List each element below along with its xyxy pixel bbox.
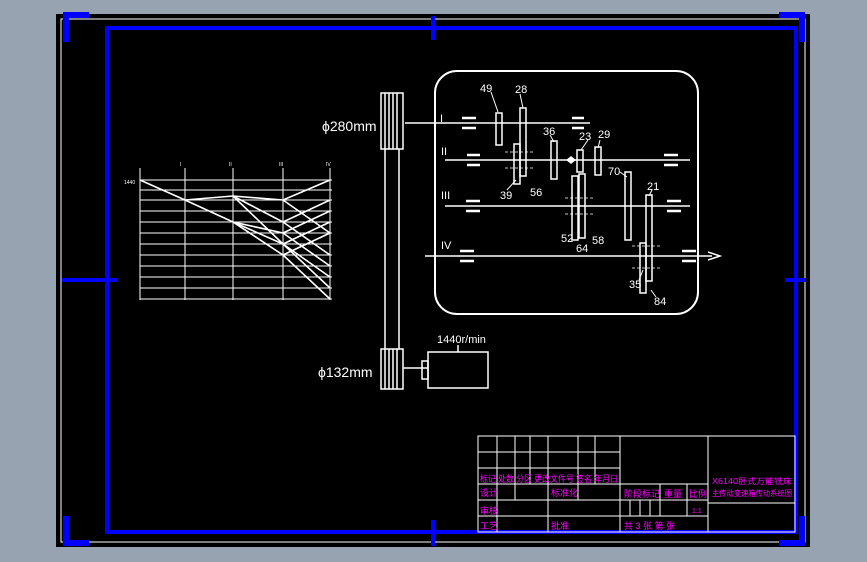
review-label: 审核 xyxy=(480,505,498,516)
stage-mark-label: 阶段标记 xyxy=(624,488,660,499)
speed-chart-labels: 1440 I II III IV xyxy=(124,162,331,186)
standardize-label: 标准化 xyxy=(551,487,578,498)
gear-number-35: 35 xyxy=(629,279,641,291)
gear-number-labels: 49 28 36 23 29 39 56 70 21 52 58 64 35 8… xyxy=(480,83,666,308)
speed-chart-label-4: IV xyxy=(326,162,331,168)
gear-number-23: 23 xyxy=(579,131,591,143)
gear-number-49: 49 xyxy=(480,83,492,95)
gear-number-36: 36 xyxy=(543,126,555,138)
belt-drive xyxy=(380,92,489,390)
speed-chart-label-1: I xyxy=(180,162,181,168)
gear-number-52: 52 xyxy=(561,233,573,245)
shaft-label-2: II xyxy=(441,146,447,158)
shaft-label-4: IV xyxy=(441,240,452,252)
frame-center-marks xyxy=(62,16,806,546)
sheet-count: 共 3 张 第 张 xyxy=(624,520,675,531)
gear-number-29: 29 xyxy=(598,129,610,141)
approve-label: 批准 xyxy=(551,520,569,531)
outer-border xyxy=(60,18,806,543)
scale-label: 比例 xyxy=(689,488,707,499)
weight-label: 重量 xyxy=(664,488,682,499)
gear-number-56: 56 xyxy=(530,187,542,199)
title-block xyxy=(477,435,796,533)
designer-label: 设计 xyxy=(480,487,498,498)
gear-number-21: 21 xyxy=(647,181,659,193)
blue-frame xyxy=(105,26,798,534)
gear-number-28: 28 xyxy=(515,84,527,96)
speed-chart-label-3: III xyxy=(279,162,283,168)
pulley-large-label: ϕ280mm xyxy=(322,118,377,134)
gear-number-58: 58 xyxy=(592,235,604,247)
gear-number-64: 64 xyxy=(576,243,588,255)
drawing-title-line-1: X6140卧式万能铣床 xyxy=(712,476,792,486)
shaft-label-3: III xyxy=(441,190,450,202)
gear-number-84: 84 xyxy=(654,296,666,308)
scale-value: 1:1 xyxy=(692,508,702,515)
gear-number-39: 39 xyxy=(500,190,512,202)
drawing-title-line-2: 主传动变速箱传动系统图 xyxy=(712,488,792,498)
drawing-sheet xyxy=(56,14,810,547)
speed-chart-left-value: 1440 xyxy=(124,180,135,186)
revision-header-row: 标记 处数 分区 更改文件号 签名 年月日 xyxy=(480,473,618,484)
frame-corner-marks xyxy=(63,12,805,546)
speed-chart-label-2: II xyxy=(229,162,232,168)
pulley-small-label: ϕ132mm xyxy=(318,364,373,380)
motor-speed-label: 1440r/min xyxy=(437,334,486,346)
process-label: 工艺 xyxy=(480,521,498,531)
shaft-labels: I II III IV xyxy=(440,113,452,252)
title-block-text: 标记 处数 分区 更改文件号 签名 年月日 设计 标准化 审核 工艺 批准 阶段… xyxy=(480,473,792,531)
shaft-label-1: I xyxy=(440,113,443,125)
gearbox xyxy=(405,70,723,315)
speed-chart xyxy=(139,168,332,300)
shaft-coupling-mark xyxy=(566,156,576,164)
gear-number-70: 70 xyxy=(608,166,620,178)
